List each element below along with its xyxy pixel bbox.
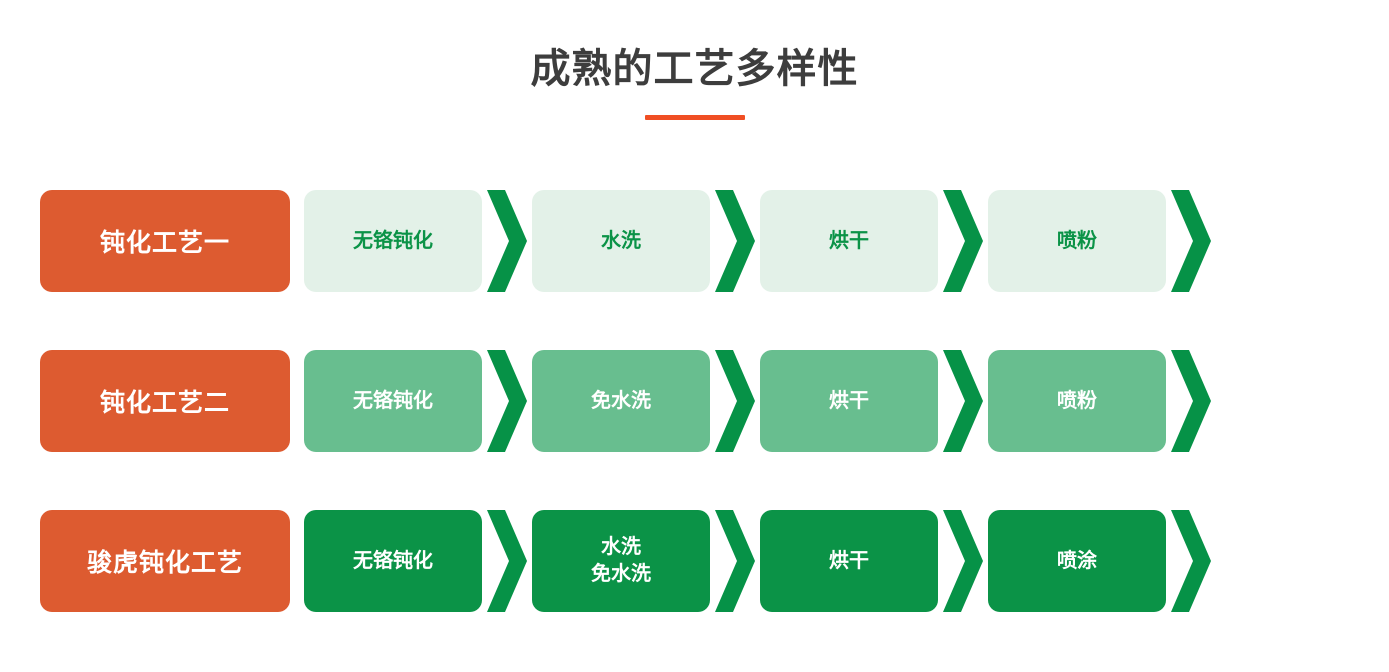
chevron-right-icon — [1166, 510, 1216, 612]
chevron-right-icon — [938, 350, 988, 452]
process-step[interactable]: 烘干 — [760, 510, 938, 612]
page-header: 成熟的工艺多样性 — [0, 0, 1389, 165]
process-row: 钝化工艺一 无铬钝化 水洗 烘干 喷粉 — [40, 190, 1349, 292]
process-step-label-secondary: 免水洗 — [591, 563, 651, 585]
process-row-label[interactable]: 钝化工艺二 — [40, 350, 290, 452]
process-step[interactable]: 喷粉 — [988, 190, 1166, 292]
chevron-right-icon — [1166, 350, 1216, 452]
process-step-label: 喷粉 — [1057, 229, 1097, 252]
process-step-label: 烘干 — [829, 229, 869, 252]
process-step[interactable]: 无铬钝化 — [304, 510, 482, 612]
title-underline-accent — [644, 115, 745, 120]
process-step-label: 烘干 — [829, 389, 869, 412]
process-step[interactable]: 喷粉 — [988, 350, 1166, 452]
process-step-label: 无铬钝化 — [353, 389, 433, 412]
process-step-label: 喷粉 — [1057, 389, 1097, 412]
page-title: 成熟的工艺多样性 — [530, 47, 859, 91]
spacer — [290, 510, 304, 612]
chevron-right-icon — [482, 510, 532, 612]
process-step-label: 无铬钝化 — [353, 549, 433, 572]
process-step[interactable]: 喷涂 — [988, 510, 1166, 612]
chevron-right-icon — [710, 190, 760, 292]
chevron-right-icon — [482, 350, 532, 452]
process-row-label[interactable]: 骏虎钝化工艺 — [40, 510, 290, 612]
process-step[interactable]: 无铬钝化 — [304, 350, 482, 452]
chevron-right-icon — [1166, 190, 1216, 292]
process-step-label: 烘干 — [829, 549, 869, 572]
process-step[interactable]: 水洗免水洗 — [532, 510, 710, 612]
process-step-label: 免水洗 — [591, 389, 651, 412]
process-row-label[interactable]: 钝化工艺一 — [40, 190, 290, 292]
chevron-right-icon — [482, 190, 532, 292]
chevron-right-icon — [710, 350, 760, 452]
process-step[interactable]: 烘干 — [760, 350, 938, 452]
chevron-right-icon — [710, 510, 760, 612]
process-step[interactable]: 无铬钝化 — [304, 190, 482, 292]
process-step[interactable]: 烘干 — [760, 190, 938, 292]
chevron-right-icon — [938, 190, 988, 292]
process-step-label: 喷涂 — [1057, 549, 1097, 572]
process-row: 骏虎钝化工艺 无铬钝化 水洗免水洗 烘干 喷涂 — [40, 510, 1349, 612]
process-row: 钝化工艺二 无铬钝化 免水洗 烘干 喷粉 — [40, 350, 1349, 452]
process-step[interactable]: 免水洗 — [532, 350, 710, 452]
process-step[interactable]: 水洗 — [532, 190, 710, 292]
process-flow-container: 钝化工艺一无铬钝化水洗烘干喷粉钝化工艺二无铬钝化免水洗烘干喷粉骏虎钝化工艺无铬钝… — [40, 190, 1349, 612]
process-step-label: 水洗 — [601, 536, 641, 558]
spacer — [290, 350, 304, 452]
spacer — [290, 190, 304, 292]
process-step-label: 无铬钝化 — [353, 229, 433, 252]
process-step-label: 水洗 — [601, 229, 641, 252]
chevron-right-icon — [938, 510, 988, 612]
